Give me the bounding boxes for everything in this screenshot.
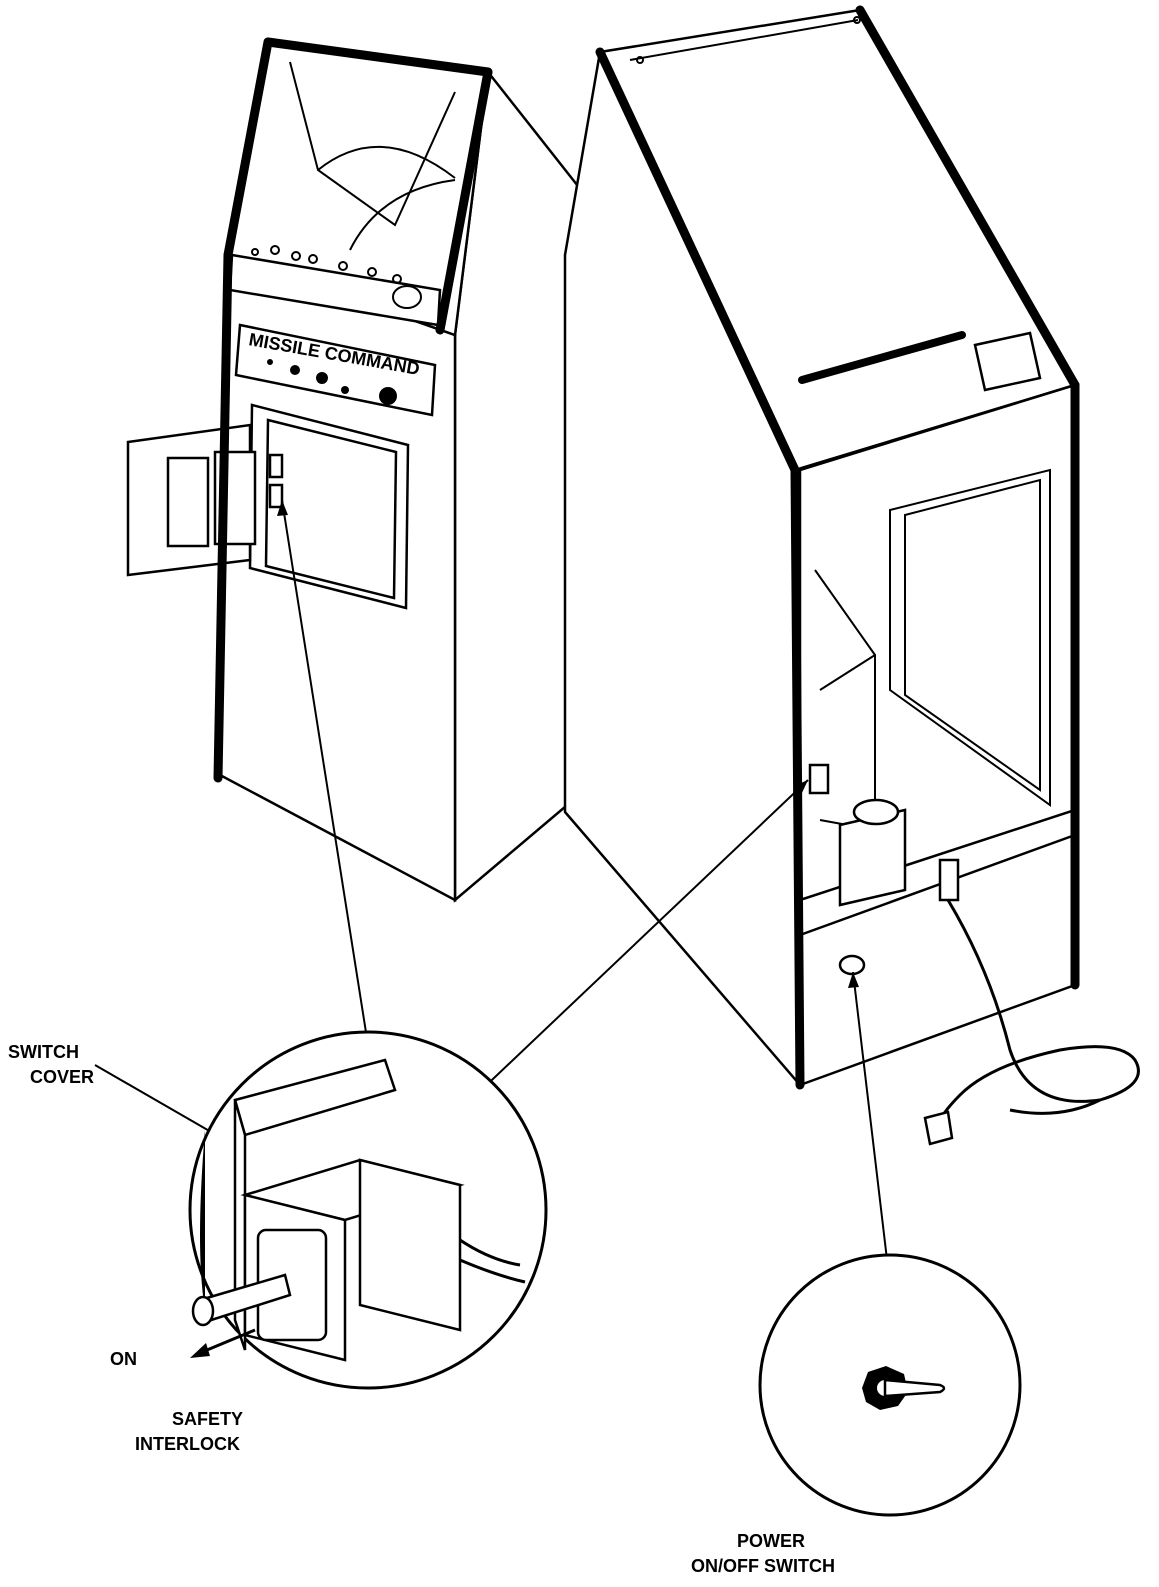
internal-board — [889, 468, 1051, 807]
rear-cabinet — [563, 5, 1140, 1146]
leader-switch-cover — [94, 1064, 226, 1141]
monitor-screen-curve — [317, 145, 456, 179]
label-power-2: ON/OFF SWITCH — [691, 1556, 835, 1576]
rear-trim-corner — [790, 465, 805, 1090]
internal-shelf — [819, 654, 876, 691]
front-trim-top — [263, 37, 493, 77]
front-cabinet: MISSILE COMMAND — [126, 37, 587, 903]
internal-board-inner — [904, 478, 1041, 792]
interlock-switch-front-2 — [268, 483, 284, 509]
label-safety-interlock-2: INTERLOCK — [135, 1434, 240, 1454]
rear-trim-left — [595, 47, 800, 475]
label-on: ON — [110, 1349, 137, 1369]
monitor-screen-curve-2 — [349, 179, 456, 251]
top-edge-line — [629, 19, 859, 61]
power-cord — [933, 899, 1140, 1131]
interlock-switch-front — [268, 453, 284, 479]
transformer-top — [852, 798, 900, 826]
coin-door-window — [264, 418, 398, 600]
top-plate — [973, 331, 1042, 392]
power-plug — [923, 1110, 954, 1146]
interlock-detail — [188, 1030, 548, 1390]
label-power-1: POWER — [737, 1531, 805, 1551]
toggle-lever — [883, 1378, 946, 1398]
cord-strain-relief — [938, 858, 960, 902]
interlock-detail-shadow — [200, 1130, 205, 1310]
trackball — [392, 285, 422, 309]
power-switch-detail — [758, 1253, 1022, 1517]
front-trim-left-top — [223, 37, 273, 260]
front-trim-right-top — [435, 67, 493, 335]
control-buttons — [251, 245, 402, 284]
leader-interlock-to-cabinet — [281, 499, 369, 1046]
label-switch-cover-1: SWITCH — [8, 1042, 79, 1062]
leader-power-switch — [852, 971, 891, 1286]
power-switch-cabinet — [838, 954, 866, 976]
coin-mech-1 — [166, 456, 210, 548]
label-safety-interlock-1: SAFETY — [172, 1409, 243, 1429]
rear-opening — [798, 383, 1077, 902]
logo-splatter — [267, 359, 397, 405]
switch-wires — [459, 1238, 521, 1267]
vent-slot — [798, 331, 966, 384]
label-switch-cover-2: COVER — [30, 1067, 94, 1087]
callout-labels: SWITCH COVER ON SAFETY INTERLOCK POWER O… — [8, 1042, 835, 1576]
switch-body-right — [358, 1158, 462, 1332]
power-cord-coil — [1009, 1098, 1101, 1115]
leader-zoom-to-rear — [454, 779, 809, 1116]
switch-plunger-tip — [191, 1295, 215, 1327]
rear-trim-right — [855, 5, 1080, 390]
leader-lines — [94, 499, 891, 1286]
cabinet-interlock-switch — [808, 763, 830, 795]
front-trim-left — [213, 250, 233, 783]
